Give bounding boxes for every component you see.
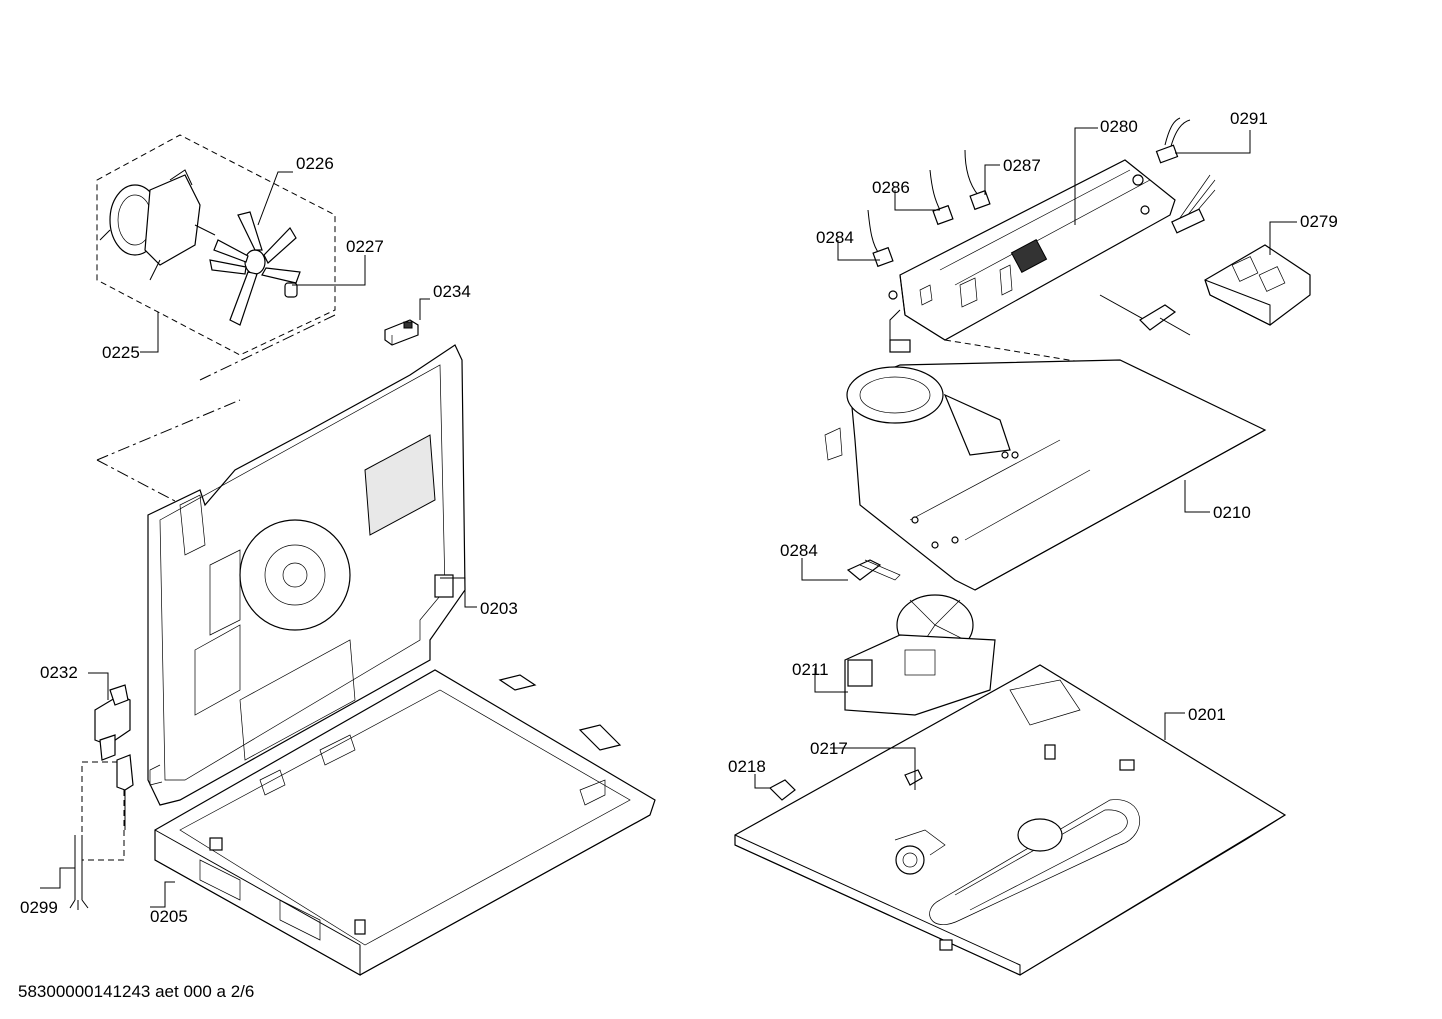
callout-0218: 0218 (728, 757, 766, 776)
base-tray (154, 669, 656, 976)
cooling-fan-motor (844, 594, 996, 716)
spring-clip (904, 769, 923, 786)
latch-hook (769, 779, 796, 801)
callout-0226: 0226 (296, 154, 334, 173)
sensor-probe (1099, 294, 1191, 336)
air-duct-cover (824, 359, 1267, 591)
wire-connectors (867, 117, 1216, 268)
rear-wall-panel (147, 344, 466, 806)
fan-wheel (209, 211, 301, 326)
callout-0205: 0205 (150, 907, 188, 926)
leader-lines (40, 127, 1297, 908)
callout-0211: 0211 (792, 660, 829, 679)
callout-0201: 0201 (1188, 705, 1226, 724)
relay-block (1204, 244, 1311, 326)
callout-0210: 0210 (1213, 503, 1251, 522)
callout-0225: 0225 (102, 343, 140, 362)
callout-0217: 0217 (810, 739, 848, 758)
control-board (888, 159, 1176, 366)
callout-0284-top: 0284 (816, 228, 854, 247)
callout-0291: 0291 (1230, 109, 1268, 128)
door-switch (81, 684, 134, 861)
callout-0287: 0287 (1003, 156, 1041, 175)
callout-0299: 0299 (20, 898, 58, 917)
base-plate (734, 664, 1287, 976)
cable (69, 835, 89, 910)
callout-0286: 0286 (872, 178, 910, 197)
callout-0284-bottom: 0284 (780, 541, 818, 560)
small-bracket (384, 319, 419, 346)
callout-0203: 0203 (480, 599, 518, 618)
document-id: 58300000141243 aet 000 a 2/6 (18, 982, 254, 1001)
fan-motor-group (96, 134, 336, 356)
callout-0279: 0279 (1300, 212, 1338, 231)
callout-0234: 0234 (433, 282, 471, 301)
callout-0232: 0232 (40, 663, 78, 682)
callout-0280: 0280 (1100, 117, 1138, 136)
small-clip (846, 559, 901, 581)
callout-0227: 0227 (346, 237, 384, 256)
